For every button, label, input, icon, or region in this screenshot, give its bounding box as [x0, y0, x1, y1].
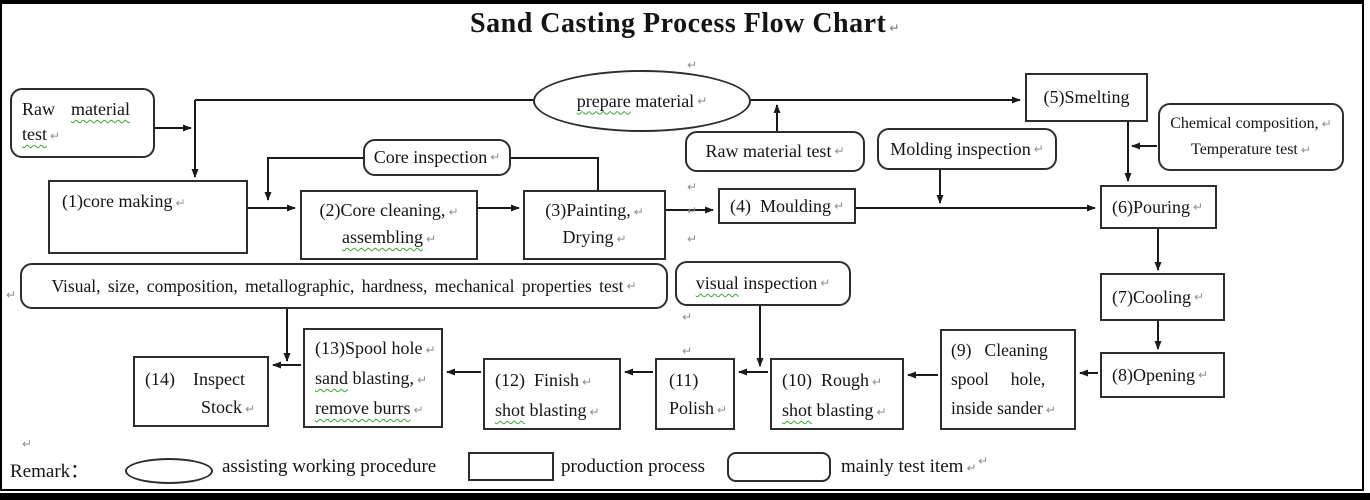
node-cooling: (7)Cooling↵	[1100, 273, 1225, 321]
paragraph-mark: ↵	[820, 276, 831, 290]
paragraph-mark: ↵	[687, 232, 698, 246]
node-smelting: (5)Smelting	[1025, 73, 1148, 122]
paragraph-mark: ↵	[1300, 143, 1311, 157]
node-inspect-stock: (14) Inspect Stock↵	[133, 356, 269, 427]
node-core-inspection: Core inspection↵	[363, 139, 511, 176]
paragraph-mark: ↵	[687, 58, 698, 72]
paragraph-mark: ↵	[1193, 199, 1204, 214]
paragraph-mark: ↵	[717, 403, 728, 417]
paragraph-mark: ↵	[582, 375, 593, 389]
paragraph-mark: ↵	[616, 232, 627, 246]
node-finish-shot-blasting: (12) Finish↵ shot blasting↵	[483, 358, 621, 430]
paragraph-mark: ↵	[245, 402, 256, 416]
paragraph-mark: ↵	[22, 437, 33, 451]
legend-rectangle-shape	[468, 452, 554, 481]
legend-assisting-label: assisting working procedure	[222, 456, 437, 477]
paragraph-mark: ↵	[1033, 141, 1044, 156]
paragraph-mark: ↵	[6, 288, 17, 302]
paragraph-mark: ↵	[425, 343, 436, 357]
node-cleaning-spool-hole: (9) Cleaning spool hole, inside sander↵	[940, 329, 1076, 430]
paragraph-mark: ↵	[1321, 117, 1332, 131]
node-spool-hole-sand-blasting: (13)Spool hole↵ sand blasting,↵ remove b…	[303, 328, 443, 428]
paragraph-mark: ↵	[966, 461, 977, 475]
node-core-cleaning: (2)Core cleaning,↵ assembling↵	[300, 190, 478, 260]
paragraph-mark: ↵	[425, 232, 437, 246]
legend-remark-label: Remark：	[10, 461, 90, 482]
node-core-making: (1)core making↵	[48, 180, 248, 254]
paragraph-mark: ↵	[417, 373, 428, 387]
paragraph-mark: ↵	[889, 21, 900, 35]
node-prepare-material: prepare material↵	[533, 70, 751, 132]
node-polish: (11) Polish↵	[655, 358, 735, 430]
paragraph-mark: ↵	[687, 204, 698, 218]
paragraph-mark: ↵	[876, 405, 887, 419]
node-visual-inspection: visual inspection↵	[675, 261, 851, 306]
paragraph-mark: ↵	[413, 403, 424, 417]
paragraph-mark: ↵	[626, 278, 637, 293]
page-border-frame	[0, 0, 1364, 491]
paragraph-mark: ↵	[1197, 367, 1209, 382]
paragraph-mark: ↵	[682, 344, 693, 358]
legend-production-label: production process	[561, 456, 706, 477]
paragraph-mark: ↵	[682, 310, 693, 324]
node-raw-material-test-2: Raw material test↵	[685, 131, 865, 172]
paragraph-mark: ↵	[834, 144, 845, 158]
paragraph-mark: ↵	[448, 205, 459, 219]
page-title: Sand Casting Process Flow Chart↵	[470, 8, 900, 39]
paragraph-mark: ↵	[687, 180, 698, 194]
legend-test-item-label: mainly test item↵	[841, 456, 977, 477]
paragraph-mark: ↵	[872, 375, 883, 389]
paragraph-mark: ↵	[1194, 289, 1205, 304]
node-molding-inspection: Molding inspection↵	[877, 128, 1057, 170]
paragraph-mark: ↵	[175, 196, 186, 210]
paragraph-mark: ↵	[697, 93, 708, 108]
paragraph-mark: ↵	[978, 454, 989, 468]
paragraph-mark: ↵	[50, 129, 61, 143]
paragraph-mark: ↵	[633, 205, 644, 219]
node-painting-drying: (3)Painting,↵ Drying↵	[523, 190, 666, 260]
paragraph-mark: ↵	[589, 405, 600, 419]
node-mechanical-properties-test: Visual, size, composition, metallographi…	[20, 263, 668, 309]
legend-ellipse-shape	[125, 458, 213, 484]
paragraph-mark: ↵	[1045, 403, 1056, 417]
node-pouring: (6)Pouring↵	[1100, 185, 1217, 229]
paragraph-mark: ↵	[833, 198, 845, 213]
node-opening: (8)Opening↵	[1100, 352, 1225, 398]
legend-rounded-shape	[727, 452, 831, 482]
node-rough-shot-blasting: (10) Rough↵ shot blasting↵	[770, 358, 904, 430]
bottom-border-bar	[0, 493, 1370, 500]
paragraph-mark: ↵	[490, 150, 501, 164]
node-chemical-temperature-test: Chemical composition,↵ Temperature test↵	[1158, 103, 1344, 171]
node-moulding: (4) Moulding↵	[718, 188, 856, 224]
